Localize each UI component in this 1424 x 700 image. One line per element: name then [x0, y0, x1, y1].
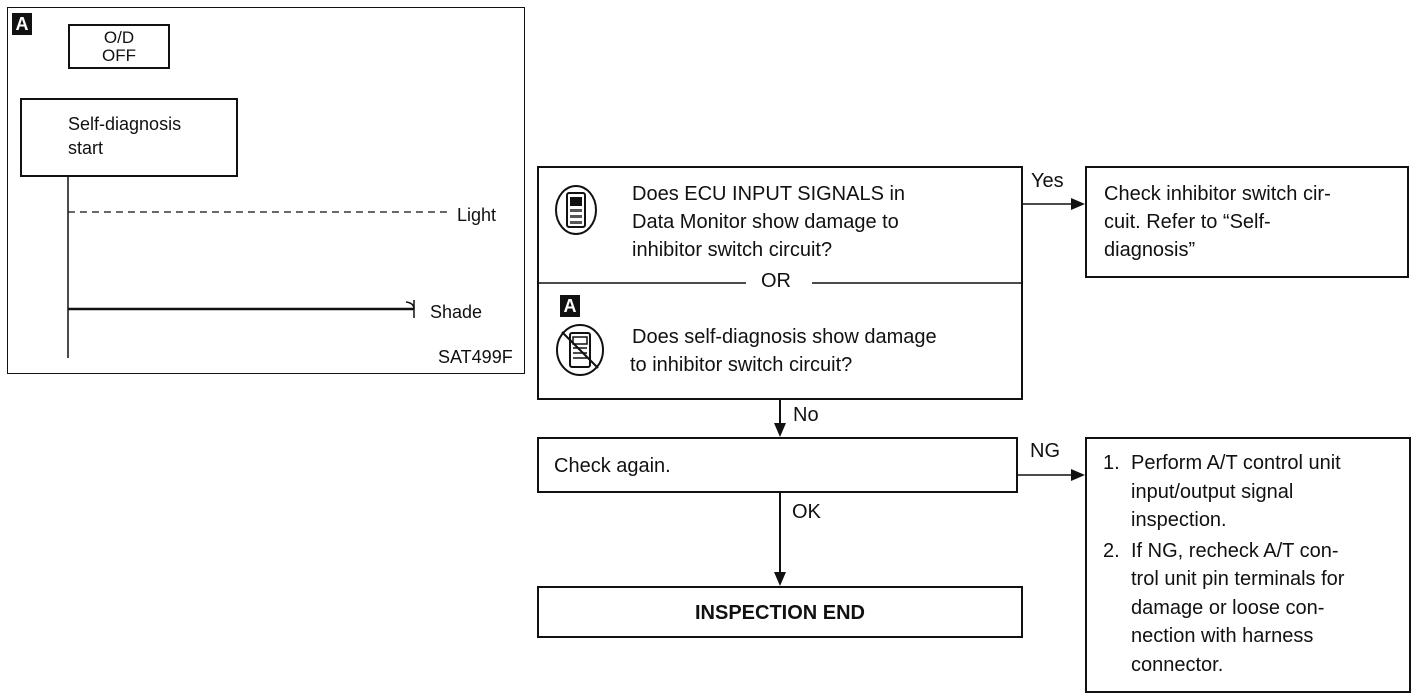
ng-step-1: 1. Perform A/T control unit input/output… — [1103, 449, 1344, 535]
start-box-line1: Self-diagnosis — [68, 114, 182, 134]
ng-step-2-number: 2. — [1103, 539, 1120, 562]
ng-step-2-line3: damage or loose con- — [1131, 596, 1325, 619]
inhibitor-check-line3: diagnosis” — [1104, 239, 1196, 261]
yes-arrowhead — [1071, 198, 1085, 210]
question-part1-line2: Data Monitor show damage to — [632, 211, 899, 233]
ng-step-1-line2: input/output signal — [1131, 480, 1294, 503]
or-label: OR — [761, 270, 791, 292]
inhibitor-check-line2: cuit. Refer to “Self- — [1104, 211, 1271, 233]
shade-label: Shade — [430, 302, 483, 322]
inhibitor-check-box: Check inhibitor switch cir- cuit. Refer … — [1085, 166, 1409, 278]
check-again-text: Check again. — [554, 455, 671, 477]
od-off-label-line2: OFF — [102, 46, 136, 65]
ng-action-box: 1. Perform A/T control unit input/output… — [1085, 437, 1411, 693]
self-diagnosis-icon — [556, 324, 604, 376]
ng-label: NG — [1030, 440, 1060, 462]
check-again-box: Check again. — [537, 437, 1018, 493]
light-label: Light — [457, 205, 497, 225]
ok-arrowhead — [774, 572, 786, 586]
od-off-button: O/D OFF — [68, 24, 170, 69]
ng-step-2-line5: connector. — [1131, 653, 1224, 676]
consult-tester-icon — [555, 185, 597, 235]
question-part1-line1: Does ECU INPUT SIGNALS in — [632, 183, 906, 205]
start-box-line2: start — [68, 138, 104, 158]
ng-step-1-line3: inspection. — [1131, 509, 1227, 531]
inspection-end-box: INSPECTION END — [537, 586, 1023, 638]
yes-label: Yes — [1031, 170, 1064, 192]
ng-step-2-line4: nection with harness — [1131, 625, 1314, 647]
question-part1-line3: inhibitor switch circuit? — [632, 239, 833, 261]
ng-step-2-line2: trol unit pin terminals for — [1131, 568, 1345, 590]
shade-line-hook — [405, 301, 415, 310]
ok-label: OK — [792, 501, 821, 523]
inhibitor-check-line1: Check inhibitor switch cir- — [1104, 183, 1331, 205]
no-arrowhead — [774, 423, 786, 437]
ng-step-1-number: 1. — [1103, 452, 1120, 474]
question-part2-line2: to inhibitor switch circuit? — [630, 354, 853, 376]
od-off-label-line1: O/D — [103, 28, 135, 47]
question-tag-a: A — [560, 295, 580, 317]
self-diagnosis-start-box: Self-diagnosis start — [20, 98, 238, 177]
ng-step-1-line1: Perform A/T control unit — [1131, 452, 1341, 474]
figure-code: SAT499F — [438, 347, 513, 367]
inspection-end-text: INSPECTION END — [694, 602, 866, 624]
ng-step-2: 2. If NG, recheck A/T con- trol unit pin… — [1103, 537, 1344, 680]
ng-arrowhead — [1071, 469, 1085, 481]
ng-step-2-line1: If NG, recheck A/T con- — [1131, 539, 1339, 562]
question-part2-line1: Does self-diagnosis show damage — [632, 326, 937, 348]
no-label: No — [793, 404, 819, 426]
panel-tag-a: A — [12, 13, 32, 35]
